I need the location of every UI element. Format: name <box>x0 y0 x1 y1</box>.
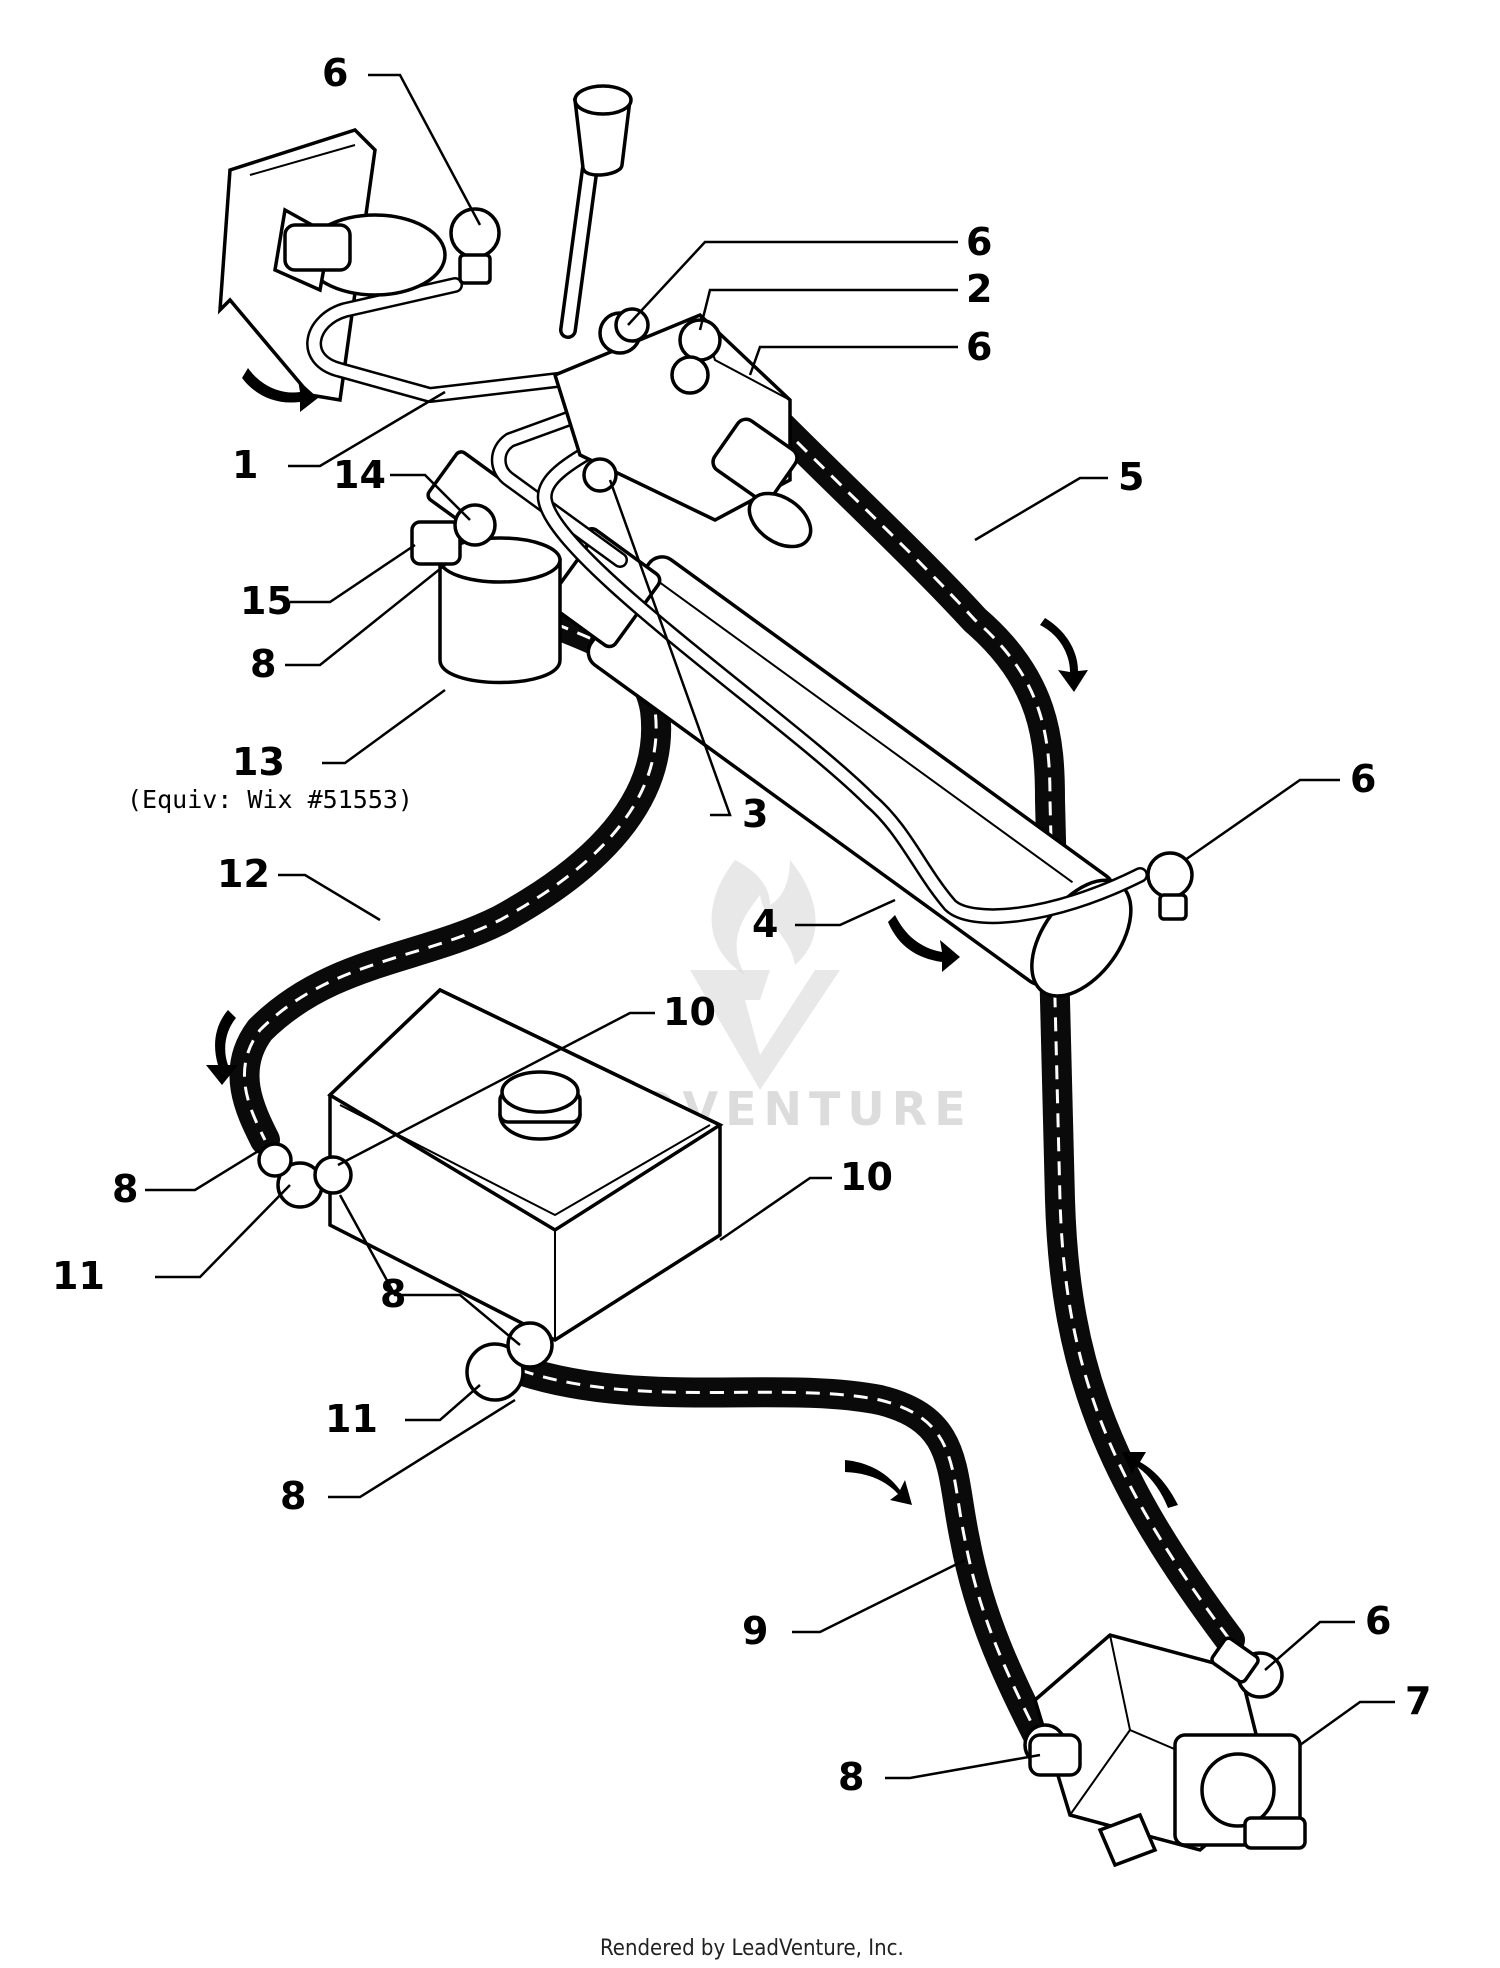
callout-7: 7 <box>1405 1679 1431 1723</box>
tube-3-valve-to-filter <box>490 392 628 568</box>
callout-8-tank: 8 <box>380 1272 406 1316</box>
callout-1: 1 <box>232 443 258 487</box>
callout-9: 9 <box>742 1609 768 1653</box>
control-lever <box>559 84 633 339</box>
callout-8-hose-9: 8 <box>280 1474 306 1518</box>
callout-labels: 6 6 2 6 1 14 5 15 8 13 (Equiv: Wix #5155… <box>52 51 1431 1799</box>
footer-credit: Rendered by LeadVenture, Inc. <box>600 1936 904 1961</box>
elbow-fittings <box>257 207 1284 1777</box>
leader-lines <box>145 73 1395 1780</box>
tube-4-valve-to-cylinder-end <box>536 412 1148 925</box>
hydraulic-pump <box>1032 1633 1307 1868</box>
callout-6-valve-top: 6 <box>966 220 992 264</box>
callout-6-valve-side: 6 <box>966 325 992 369</box>
lift-motor <box>273 207 447 297</box>
callout-8-hose-12: 8 <box>112 1167 138 1211</box>
callout-6-cylinder: 6 <box>1350 757 1376 801</box>
hose-9-tank-to-pump <box>505 1355 1055 1755</box>
callout-4: 4 <box>752 902 778 946</box>
callout-11-top: 11 <box>52 1254 105 1298</box>
callout-11-bottom: 11 <box>325 1397 378 1441</box>
callout-6-pump: 6 <box>1365 1599 1391 1643</box>
callout-8-filter: 8 <box>250 642 276 686</box>
callout-10-side: 10 <box>840 1155 893 1199</box>
callout-6-filter-elbow: 6 <box>322 51 348 95</box>
callout-8-pump: 8 <box>838 1755 864 1799</box>
callout-5: 5 <box>1118 455 1144 499</box>
flow-arrows <box>206 368 1178 1508</box>
callout-3: 3 <box>742 792 768 836</box>
callout-13: 13 <box>232 740 285 784</box>
hose-5-pressure-to-cylinder <box>765 410 1245 1655</box>
callout-14: 14 <box>333 453 386 497</box>
reservoir-tank <box>327 987 724 1343</box>
filter-equivalent-note: (Equiv: Wix #51553) <box>127 785 413 814</box>
callout-15: 15 <box>240 579 293 623</box>
callout-10-top: 10 <box>663 990 716 1034</box>
callout-12: 12 <box>217 852 270 896</box>
tube-1 <box>306 277 608 403</box>
callout-2: 2 <box>966 267 992 311</box>
